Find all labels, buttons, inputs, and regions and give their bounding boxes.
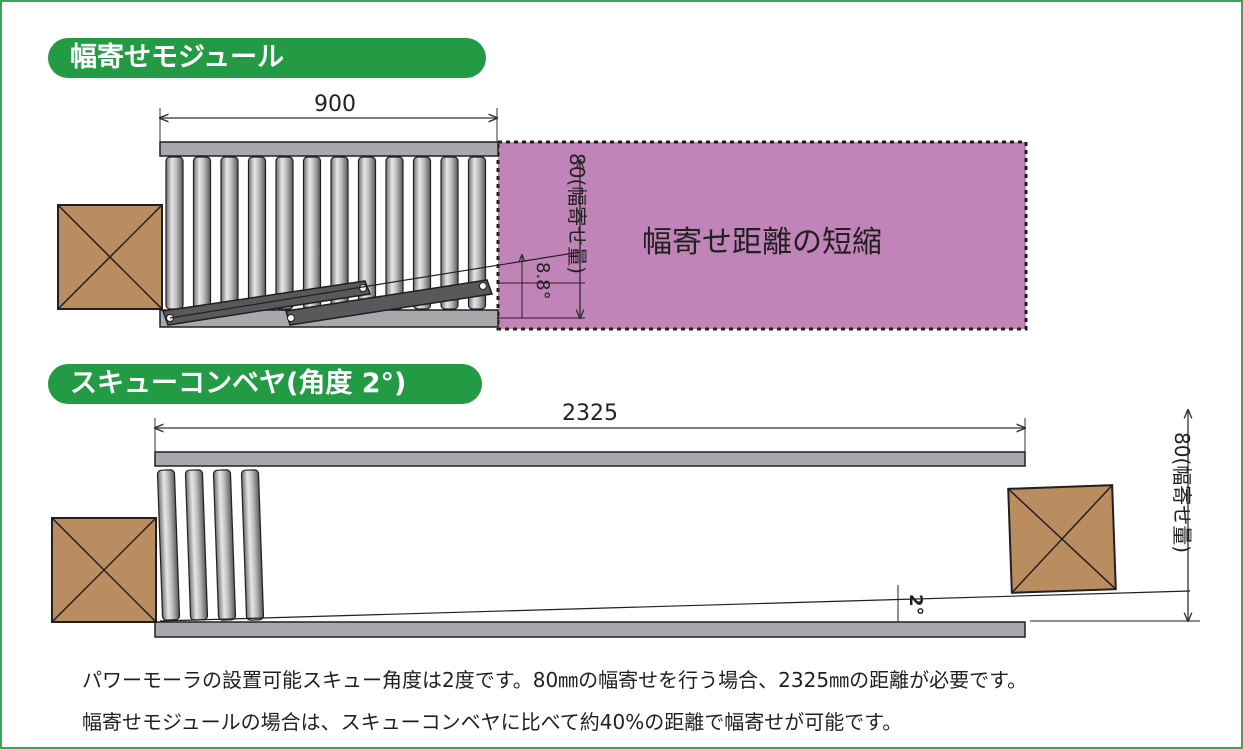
package-box-icon xyxy=(51,517,157,623)
roller xyxy=(247,156,267,310)
module-offset-label: 80(幅寄せ量) xyxy=(565,153,589,274)
skew-bottom-rail xyxy=(154,621,1026,638)
roller xyxy=(192,156,212,310)
roller xyxy=(412,156,432,310)
note-line-2: 幅寄せモジュールの場合は、スキューコンベヤに比べて約40%の距離で幅寄せが可能で… xyxy=(82,710,903,734)
roller xyxy=(302,156,322,310)
roller xyxy=(220,156,239,310)
roller xyxy=(184,469,209,621)
module-angle-label: 8.8° xyxy=(532,262,553,300)
skew-length-label: 2325 xyxy=(562,401,618,426)
shortened-distance-area xyxy=(496,140,1028,331)
roller xyxy=(156,469,181,621)
roller xyxy=(385,156,404,310)
top-rail xyxy=(159,141,499,157)
roller xyxy=(275,156,294,310)
skew-rollers xyxy=(156,469,265,621)
skew-angle-label: 2° xyxy=(905,594,926,616)
roller xyxy=(165,156,184,310)
skew-offset-label: 80(幅寄せ量) xyxy=(1170,432,1194,553)
section-title-skew: スキューコンベヤ(角度 2°) xyxy=(48,364,482,404)
section-title-module: 幅寄せモジュール xyxy=(48,38,486,78)
package-box-icon xyxy=(1007,484,1117,594)
angle-line xyxy=(169,251,581,319)
module-rollers xyxy=(165,156,487,310)
roller xyxy=(240,469,265,621)
roller xyxy=(440,156,459,310)
angle-line xyxy=(159,590,1191,622)
package-box-icon xyxy=(57,204,163,310)
roller xyxy=(212,469,237,621)
module-length-label: 900 xyxy=(314,92,356,117)
shortened-distance-label: 幅寄せ距離の短縮 xyxy=(642,225,882,260)
note-line-1: パワーモーラの設置可能スキュー角度は2度です。80㎜の幅寄せを行う場合、2325… xyxy=(82,668,1028,692)
roller xyxy=(467,156,487,310)
skew-top-rail xyxy=(154,451,1026,467)
